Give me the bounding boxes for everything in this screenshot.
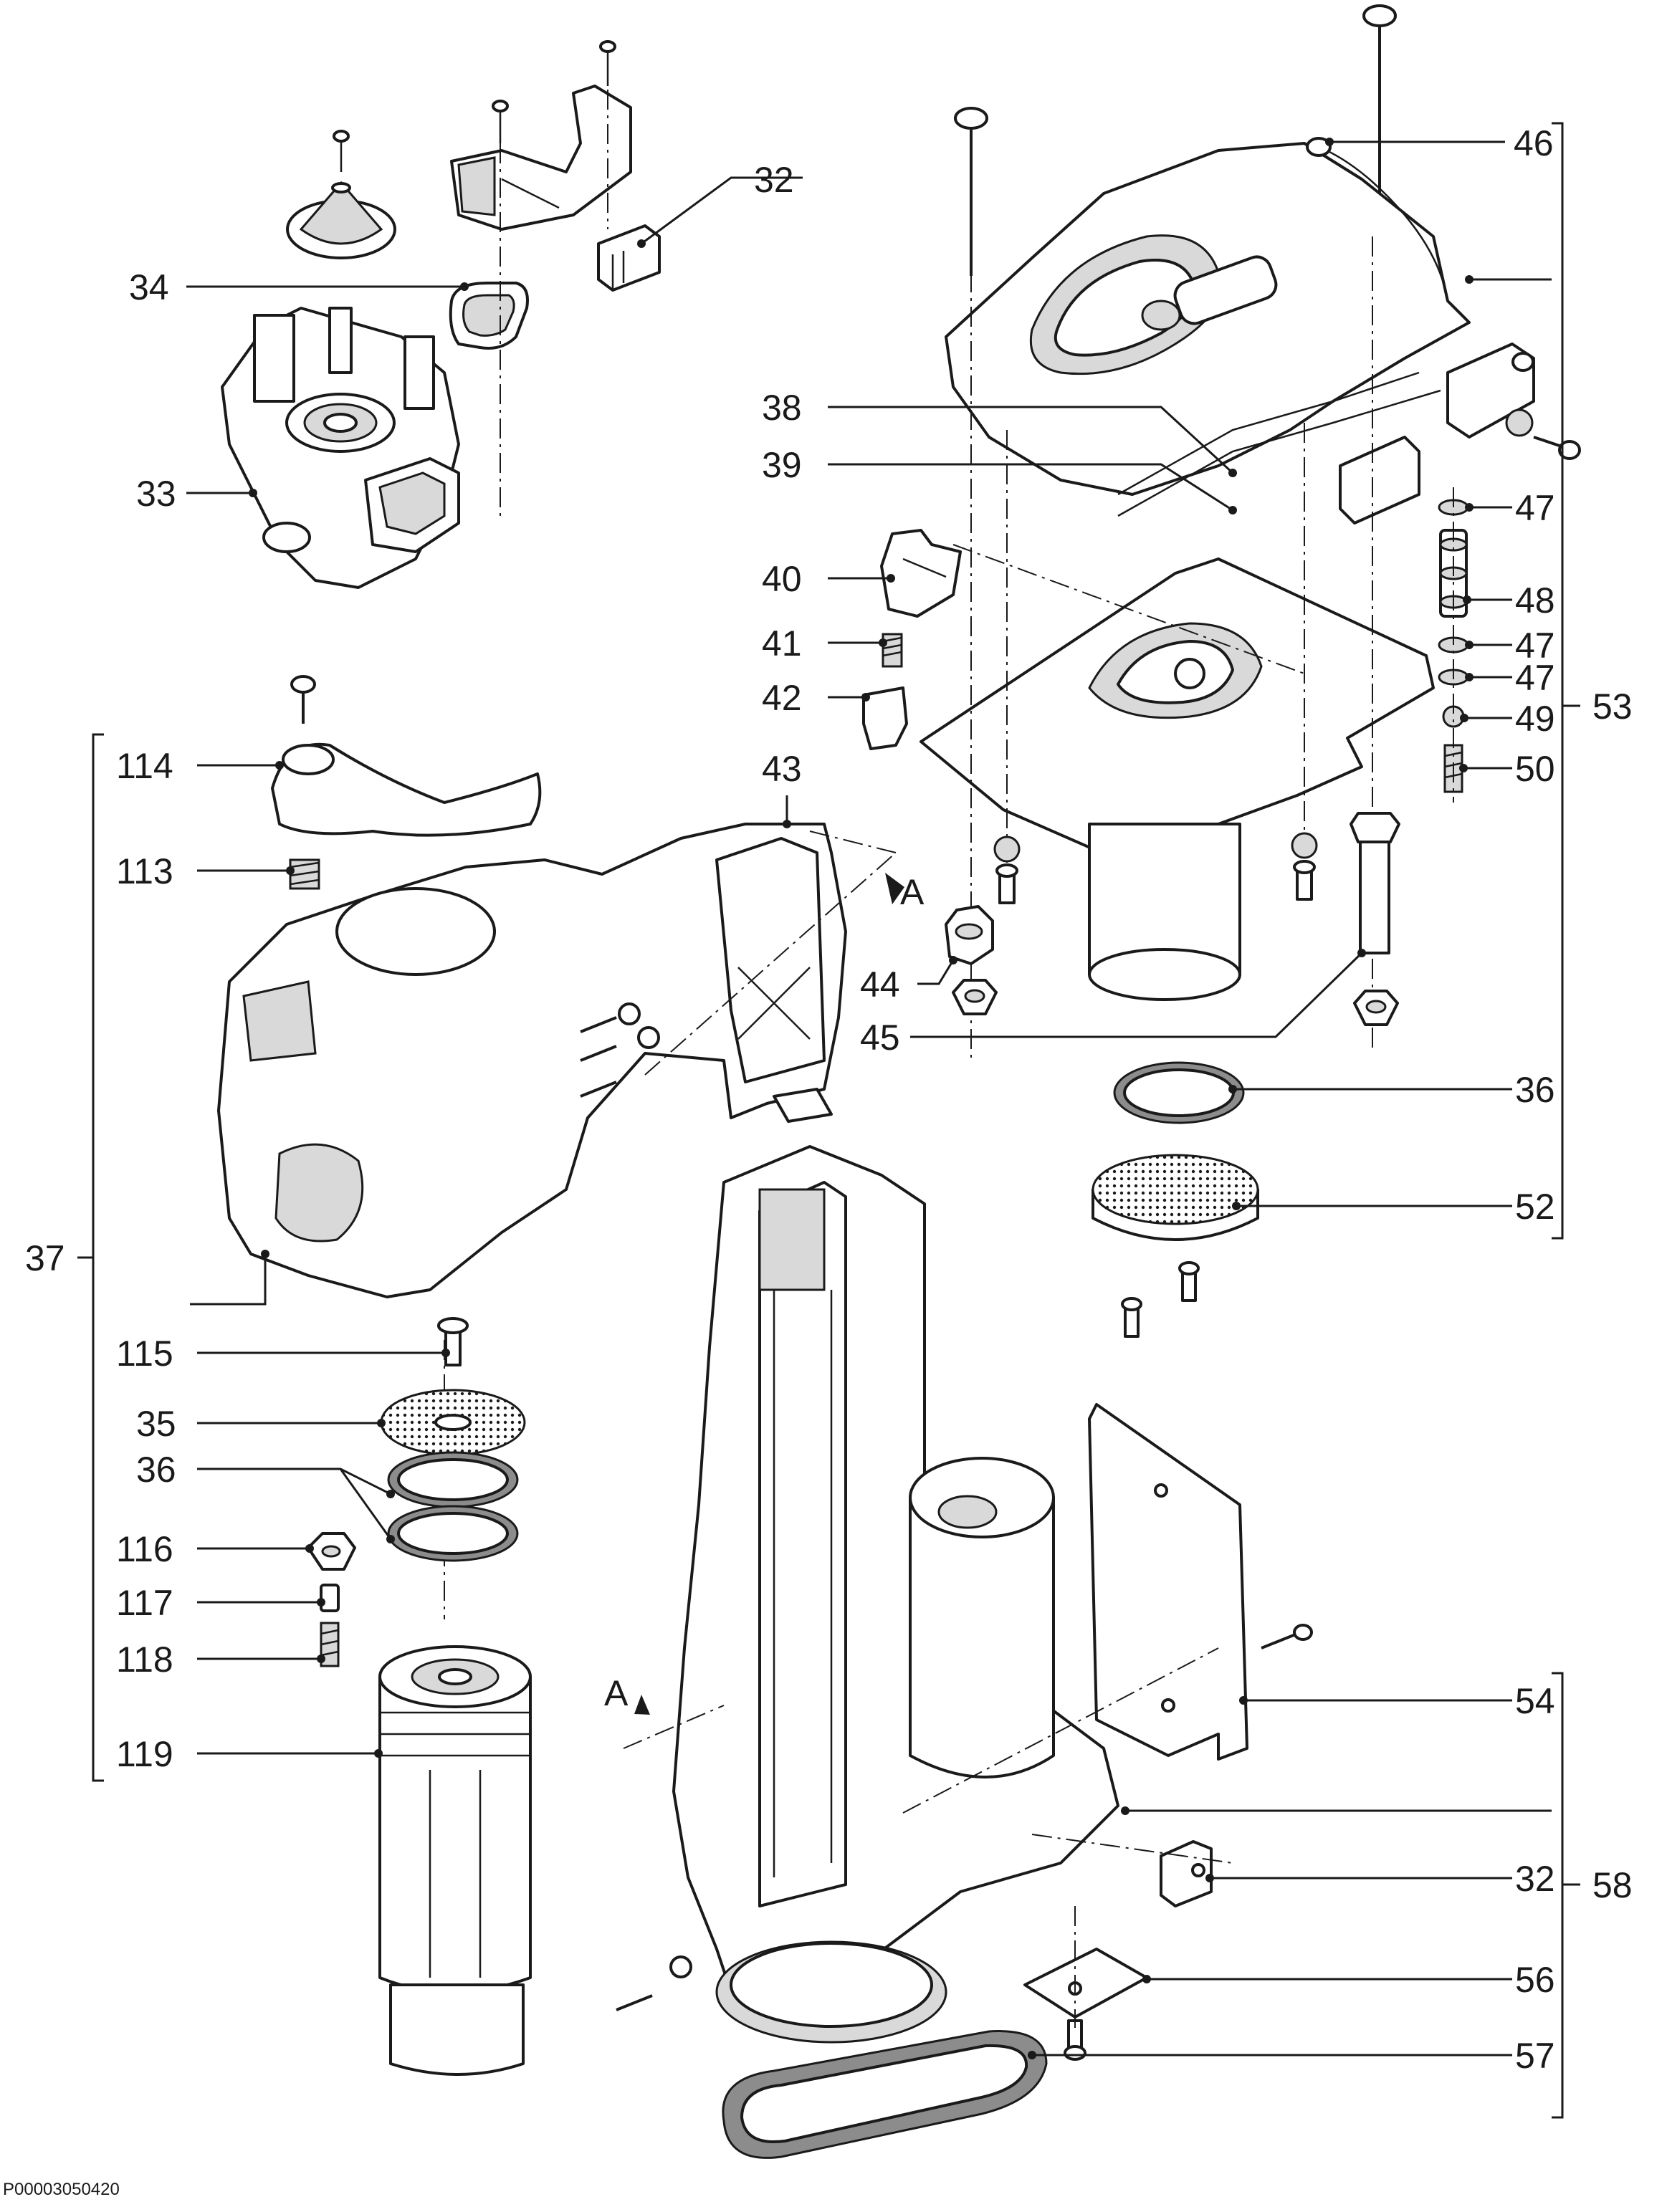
housing-screw-1 — [580, 1002, 641, 1033]
board-screw — [1261, 1624, 1313, 1650]
section-marker-bottom: A — [604, 1673, 650, 1715]
bracket-37 — [92, 733, 104, 1782]
gasket-36-lower-b — [387, 1505, 519, 1562]
callout-52: 52 — [1515, 1187, 1555, 1227]
shaft-washer — [669, 1955, 692, 1978]
drive-gear — [715, 1940, 947, 2044]
brew-unit-housing — [217, 675, 897, 2076]
callout-47: 47 — [1515, 488, 1555, 528]
callout-38: 38 — [762, 388, 802, 428]
callout-46: 46 — [1514, 123, 1554, 163]
callout-36: 36 — [136, 1450, 176, 1490]
pin-117 — [320, 1584, 340, 1612]
bracket-40 — [880, 529, 962, 618]
piston-119 — [378, 1645, 532, 2076]
callout-43: 43 — [762, 749, 802, 789]
callout-118: 118 — [116, 1639, 173, 1680]
shaft-screw — [616, 1994, 653, 2011]
side-screw — [1533, 436, 1581, 460]
callout-39: 39 — [762, 445, 802, 485]
gasket-34 — [449, 282, 529, 350]
callout-54: 54 — [1515, 1681, 1555, 1721]
upper-piston-assembly — [862, 4, 1581, 1338]
callout-49: 49 — [1515, 699, 1555, 739]
nut-45-right — [1353, 990, 1399, 1026]
callout-58: 58 — [1592, 1865, 1633, 1905]
nut-45-left — [952, 979, 998, 1015]
dosing-body-33 — [221, 307, 460, 589]
leader-lines — [186, 138, 1552, 2059]
micro-switch-top — [597, 224, 661, 292]
callout-36: 36 — [1515, 1070, 1555, 1110]
gasket-36-lower-a — [387, 1451, 519, 1508]
gasket-36-upper — [1113, 1061, 1245, 1124]
lever-114 — [271, 742, 542, 837]
filter-52 — [1092, 1154, 1259, 1241]
document-id: P00003050420 — [3, 2180, 120, 2199]
plate-56 — [1023, 1948, 1148, 2019]
callout-57: 57 — [1515, 2036, 1555, 2076]
callout-117: 117 — [116, 1583, 173, 1623]
valve-cap-116 — [307, 1532, 356, 1571]
callout-numbers: 32 34 33 46 38 39 40 41 42 43 47 48 47 4… — [25, 123, 1633, 2076]
callout-47: 47 — [1515, 658, 1555, 698]
callout-115: 115 — [116, 1334, 173, 1374]
spring-118 — [320, 1622, 340, 1667]
plate-screw-right — [1293, 860, 1316, 901]
callout-35: 35 — [136, 1404, 176, 1444]
screw-top-right — [599, 40, 616, 86]
callout-119: 119 — [116, 1734, 173, 1774]
bracket-53 — [1552, 122, 1564, 1240]
callout-33: 33 — [136, 474, 176, 514]
spring-113 — [289, 858, 320, 890]
callout-41: 41 — [762, 623, 802, 664]
callout-32: 32 — [754, 160, 794, 200]
micro-switch-bottom — [1160, 1840, 1213, 1907]
screw-top-left — [333, 130, 350, 172]
callout-34: 34 — [129, 267, 169, 307]
spring-41 — [882, 633, 903, 668]
filter-screw-right — [1178, 1261, 1200, 1302]
callout-47: 47 — [1515, 626, 1555, 666]
drive-frame-assembly — [616, 830, 1313, 2159]
callout-53: 53 — [1592, 686, 1633, 727]
callout-114: 114 — [116, 746, 173, 786]
callout-40: 40 — [762, 559, 802, 599]
callout-44: 44 — [860, 964, 900, 1005]
callout-37: 37 — [25, 1238, 65, 1278]
screw-114-top — [290, 675, 316, 724]
side-plate — [1446, 343, 1535, 439]
screw-115 — [437, 1317, 469, 1366]
circuit-board-54 — [1088, 1403, 1248, 1761]
callout-32: 32 — [1515, 1859, 1555, 1899]
callout-45: 45 — [860, 1018, 900, 1058]
cone-cap — [286, 181, 396, 259]
bracket-58 — [1552, 1672, 1564, 2119]
section-label: A — [900, 872, 925, 912]
star-washer — [1505, 408, 1534, 437]
long-screw-left — [954, 107, 988, 276]
mounting-bracket — [450, 85, 632, 231]
filter-screw-left — [1121, 1297, 1142, 1338]
section-marker-top: A — [885, 872, 925, 912]
screw-top-mid — [492, 100, 509, 143]
dosing-unit-assembly — [221, 40, 661, 589]
housing-screw-3 — [580, 1081, 617, 1098]
spindle — [1350, 812, 1400, 954]
plate-screw-left — [995, 863, 1018, 904]
drive-motor — [909, 1496, 1055, 1778]
callout-56: 56 — [1515, 1960, 1555, 2000]
callout-50: 50 — [1515, 749, 1555, 789]
filter-35 — [380, 1389, 526, 1456]
catch-42 — [862, 686, 908, 750]
callout-48: 48 — [1515, 580, 1555, 621]
housing-screw-2 — [580, 1026, 660, 1062]
section-label: A — [604, 1673, 629, 1713]
gear-44 — [945, 905, 994, 965]
callout-42: 42 — [762, 678, 802, 718]
callout-113: 113 — [116, 851, 173, 891]
callout-116: 116 — [116, 1529, 173, 1569]
